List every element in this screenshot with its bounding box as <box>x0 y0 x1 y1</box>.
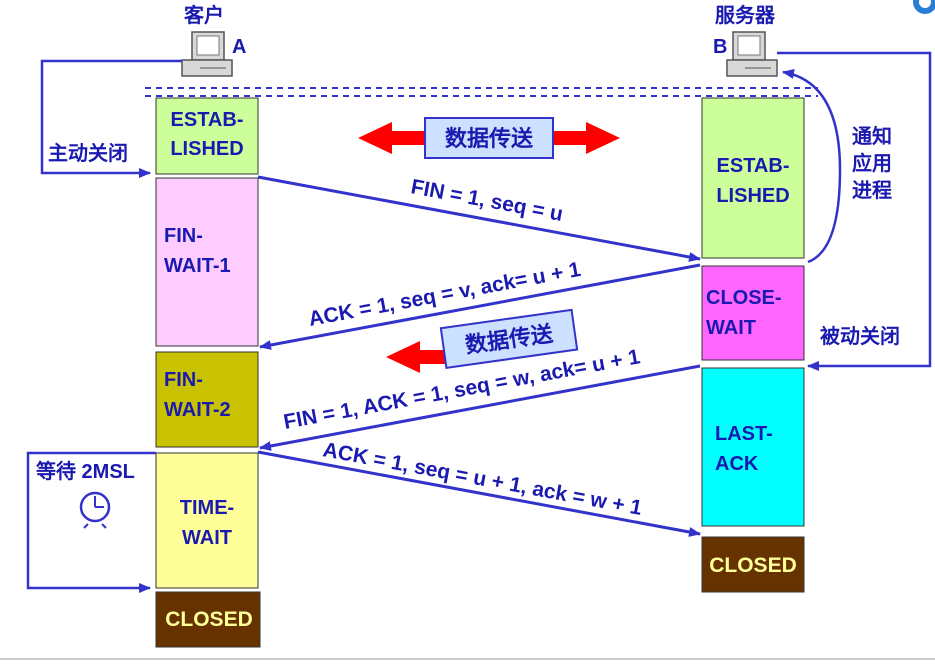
message-arrow-fin-1 <box>257 175 701 262</box>
notify-app-line3: 进程 <box>852 179 892 202</box>
active-close-arrow <box>40 59 182 178</box>
message-arrow-ack-2 <box>257 450 701 537</box>
data-transfer-box-2: 数据传送 <box>439 308 579 369</box>
active-close-label: 主动关闭 <box>48 141 128 165</box>
data-transfer-arrow-2 <box>386 341 460 373</box>
passive-close-label: 被动关闭 <box>820 324 900 348</box>
notify-app-line2: 应用 <box>852 151 892 175</box>
message-arrow-ack-1 <box>259 263 701 350</box>
client-state-fin-wait-2-line1: FIN- <box>164 369 203 391</box>
server-state-closed <box>701 536 805 593</box>
data-transfer-label-1: 数据传送 <box>445 126 533 151</box>
client-state-fin-wait-1-line2: WAIT-1 <box>164 255 231 277</box>
message-arrow-fin-2 <box>259 364 701 451</box>
client-state-established-line2: LISHED <box>170 138 243 160</box>
notify-app-line1: 通知 <box>852 124 892 148</box>
wait-2msl-arrow <box>26 451 156 593</box>
server-state-close-wait-line2: WAIT <box>706 317 756 339</box>
notify-app-arrow <box>782 68 842 264</box>
server-state-established <box>701 97 805 259</box>
server-state-established-line1: ESTAB- <box>717 155 790 177</box>
server-letter: B <box>713 36 727 58</box>
client-state-fin-wait-2-line2: WAIT-2 <box>164 399 231 421</box>
server-computer-icon <box>726 31 778 77</box>
server-state-last-ack-line2: ACK <box>715 453 759 475</box>
client-letter: A <box>232 36 246 58</box>
server-state-established-line2: LISHED <box>716 185 789 207</box>
data-transfer-box-1 <box>424 117 554 159</box>
logo-corner-icon <box>913 0 935 14</box>
client-state-fin-wait-2 <box>155 351 259 448</box>
client-state-fin-wait-1 <box>155 177 259 347</box>
server-state-close-wait <box>701 265 805 361</box>
client-state-established-line1: ESTAB- <box>171 109 244 131</box>
client-title: 客户 <box>183 3 224 27</box>
client-state-time-wait-line1: TIME- <box>180 497 234 519</box>
client-state-time-wait-line2: WAIT <box>182 527 232 549</box>
clock-icon <box>79 491 111 529</box>
message-label-ack-2: ACK = 1, seq = u + 1, ack = w + 1 <box>321 438 644 520</box>
client-state-fin-wait-1-line1: FIN- <box>164 225 203 247</box>
passive-close-arrow <box>777 51 932 371</box>
client-state-closed <box>155 591 261 648</box>
server-state-close-wait-line1: CLOSE- <box>706 287 782 309</box>
wait-2msl-label: 等待 2MSL <box>36 459 135 483</box>
client-state-time-wait <box>155 452 259 589</box>
client-computer-icon <box>181 31 233 77</box>
client-state-established <box>155 97 259 175</box>
server-state-closed-label: CLOSED <box>709 554 797 577</box>
server-title: 服务器 <box>715 3 776 27</box>
server-state-last-ack-line1: LAST- <box>715 423 773 445</box>
server-state-last-ack <box>701 367 805 527</box>
client-state-closed-label: CLOSED <box>165 608 253 631</box>
